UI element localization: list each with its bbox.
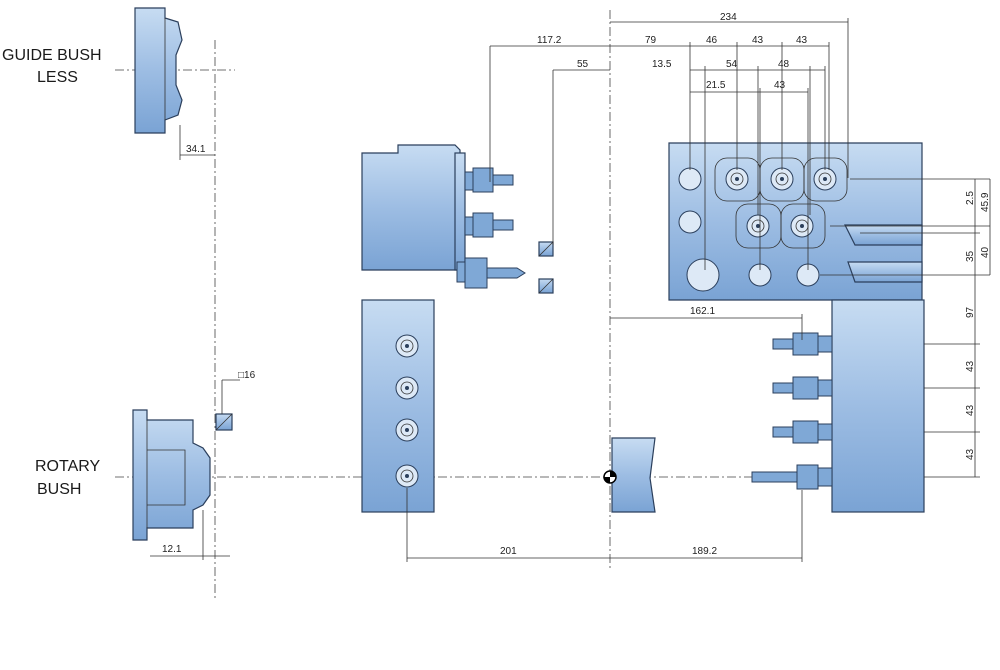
guide-bush-less-label: LESS bbox=[37, 69, 78, 86]
upper-tool-block bbox=[361, 144, 526, 289]
workpiece bbox=[611, 437, 656, 513]
dim-12-1-text: 12.1 bbox=[162, 544, 182, 555]
dim-46-text: 46 bbox=[706, 35, 718, 46]
dim-162-1-text: 162.1 bbox=[690, 306, 715, 317]
dim-21-5-text: 21.5 bbox=[706, 80, 726, 91]
dim-117-2-text: 117.2 bbox=[537, 35, 562, 46]
dim-43b-text: 43 bbox=[796, 35, 808, 46]
right-lower-block bbox=[751, 299, 925, 513]
right-dimensions: 2.5 45.9 35 40 97 43 43 43 bbox=[820, 178, 991, 478]
dim-43c-text: 43 bbox=[774, 80, 786, 91]
dim-97-text: 97 bbox=[965, 306, 976, 318]
dim-54-text: 54 bbox=[726, 59, 738, 70]
dim-34-1-text: 34.1 bbox=[186, 144, 206, 155]
right-upper-block bbox=[668, 142, 923, 301]
guide-bush-label: GUIDE BUSH bbox=[2, 47, 102, 64]
dim-43a-text: 43 bbox=[752, 35, 764, 46]
bottom-dimensions: 201 189.2 bbox=[406, 488, 803, 562]
rotary-label: ROTARY bbox=[35, 458, 101, 475]
dim-43a-right-text: 43 bbox=[965, 360, 976, 372]
dim-201-text: 201 bbox=[500, 546, 517, 557]
rotary-bush-part bbox=[132, 409, 211, 541]
dim-48-text: 48 bbox=[778, 59, 790, 70]
dim-43c-right-text: 43 bbox=[965, 448, 976, 460]
small-tool-squares bbox=[538, 241, 554, 294]
dim-43b-right-text: 43 bbox=[965, 404, 976, 416]
dim-45-9-text: 45.9 bbox=[980, 192, 991, 212]
dim-13-5-text: 13.5 bbox=[652, 59, 672, 70]
dim-sq16-text: □16 bbox=[238, 370, 256, 381]
top-dimensions: 234 117.2 79 46 43 43 55 13.5 54 48 21.5… bbox=[489, 12, 849, 270]
dim-79-text: 79 bbox=[645, 35, 657, 46]
dim-55-text: 55 bbox=[577, 59, 589, 70]
lower-tool-block bbox=[361, 299, 435, 513]
dim-35-text: 35 bbox=[965, 250, 976, 262]
dim-2-5-text: 2.5 bbox=[965, 191, 976, 205]
dim-40-text: 40 bbox=[980, 246, 991, 258]
dim-234-text: 234 bbox=[720, 12, 737, 23]
dim-189-2-text: 189.2 bbox=[692, 546, 717, 557]
rotary-bush-label: BUSH bbox=[37, 481, 81, 498]
guide-bush-part bbox=[134, 7, 183, 134]
